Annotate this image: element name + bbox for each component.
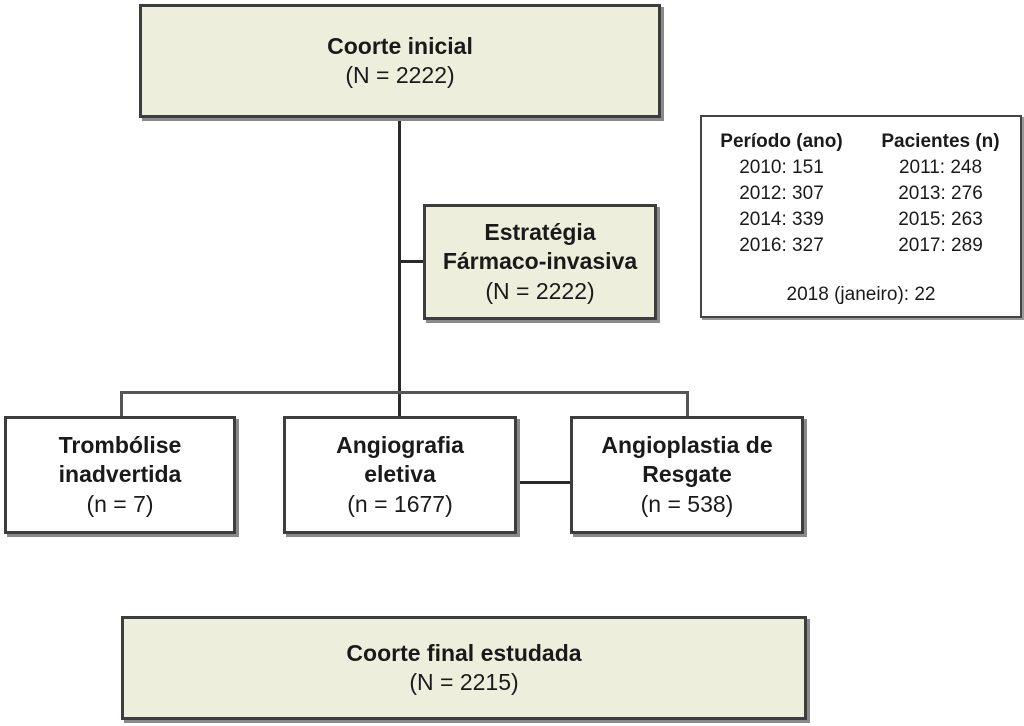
period-row: 2013: 276	[898, 183, 983, 204]
strategy-n: (N = 2222)	[485, 277, 595, 304]
branch-box-elective-angiography: Angiografia eletiva (n = 1677)	[283, 416, 517, 534]
period-row: 2017: 289	[898, 235, 983, 256]
branch-n: (n = 1677)	[347, 490, 453, 517]
branch-title-line2: Resgate	[642, 461, 732, 488]
branch-box-rescue-angioplasty: Angioplastia de Resgate (n = 538)	[570, 416, 804, 534]
connector-main-vertical	[398, 118, 401, 416]
period-row: 2015: 263	[898, 209, 983, 230]
final-cohort-title: Coorte final estudada	[346, 639, 582, 666]
branch-title-line1: Angioplastia de	[601, 431, 773, 458]
branch-n: (n = 7)	[86, 490, 154, 517]
branch-title-line2: inadvertida	[58, 461, 182, 488]
period-table: Período (ano) 2010: 151 2012: 307 2014: …	[700, 115, 1022, 318]
connector-branch-horizontal	[120, 391, 689, 394]
initial-cohort-box: Coorte inicial (N = 2222)	[139, 4, 661, 118]
period-row: 2014: 339	[739, 209, 824, 230]
period-column-right: Pacientes (n) 2011: 248 2013: 276 2015: …	[861, 129, 1020, 259]
connector-branch-left	[120, 391, 123, 416]
period-row: 2010: 151	[739, 157, 824, 178]
initial-cohort-title: Coorte inicial	[327, 32, 473, 59]
branch-title-line1: Trombólise	[58, 431, 182, 458]
strategy-title-line1: Estratégia	[484, 218, 596, 245]
branch-title-line2: eletiva	[364, 461, 436, 488]
period-row: 2012: 307	[739, 183, 824, 204]
final-cohort-n: (N = 2215)	[409, 669, 519, 695]
branch-title-line1: Angiografia	[336, 431, 464, 458]
period-row: 2016: 327	[739, 235, 824, 256]
strategy-title-line2: Fármaco-invasiva	[442, 248, 638, 275]
initial-cohort-n: (N = 2222)	[345, 62, 455, 88]
connector-to-strategy	[398, 260, 423, 263]
strategy-box: Estratégia Fármaco-invasiva (N = 2222)	[423, 204, 657, 320]
period-row: 2011: 248	[898, 157, 983, 178]
period-header: Período (ano)	[720, 131, 843, 152]
branch-n: (n = 538)	[640, 490, 734, 517]
connector-branch-right	[686, 391, 689, 416]
branch-box-thrombolysis: Trombólise inadvertida (n = 7)	[4, 416, 236, 534]
period-footer: 2018 (janeiro): 22	[786, 284, 936, 305]
period-column-left: Período (ano) 2010: 151 2012: 307 2014: …	[702, 129, 861, 259]
final-cohort-box: Coorte final estudada (N = 2215)	[121, 616, 807, 720]
patients-header: Pacientes (n)	[881, 131, 1000, 152]
connector-angio-rescue	[517, 481, 570, 484]
